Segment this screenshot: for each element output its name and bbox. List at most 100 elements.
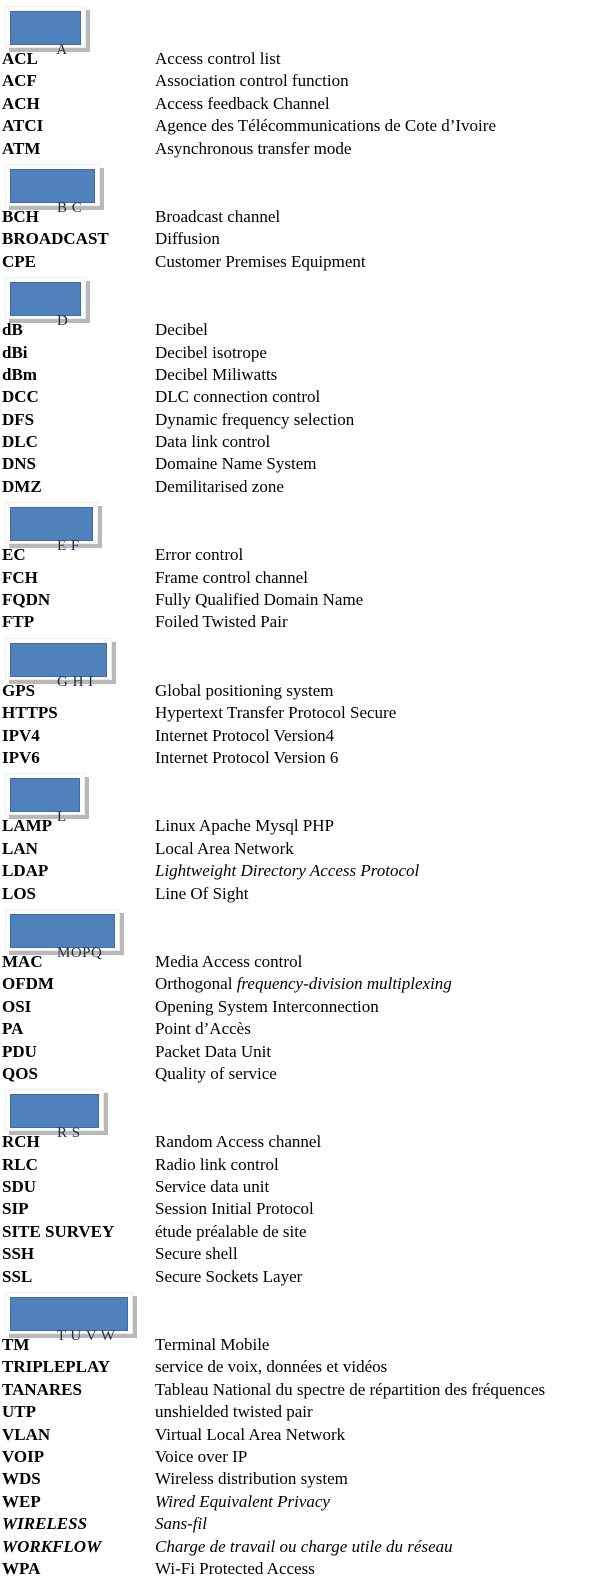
definition-text: Access control list — [155, 49, 281, 68]
abbreviation-definition: Agence des Télécommunications de Cote d’… — [155, 115, 496, 137]
abbreviation-definition: Dynamic frequency selection — [155, 409, 354, 431]
glossary-section: L LAMP Linux Apache Mysql PHP LAN Local … — [2, 773, 613, 905]
abbreviation-term: FCH — [2, 567, 38, 587]
section-letter-box: R S — [5, 1089, 104, 1141]
abbreviation-definition: Decibel isotrope — [155, 342, 267, 364]
abbreviation-definition: Sans-fil — [155, 1513, 207, 1535]
glossary-rows: MAC Media Access control OFDM Orthogonal… — [2, 951, 613, 1085]
abbreviation-definition: Radio link control — [155, 1154, 279, 1176]
abbreviation-definition: Tableau National du spectre de répartiti… — [155, 1379, 545, 1401]
glossary-row: TRIPLEPLAY service de voix, données et v… — [2, 1356, 613, 1378]
abbreviation-definition: Foiled Twisted Pair — [155, 611, 288, 633]
glossary-row: DFS Dynamic frequency selection — [2, 409, 613, 431]
abbreviation-term: SITE SURVEY — [2, 1221, 115, 1241]
section-letter-label: MOPQ — [57, 944, 103, 961]
glossary-row: EC Error control — [2, 544, 613, 566]
abbreviation-term: WDS — [2, 1469, 41, 1489]
abbreviation-term: VLAN — [2, 1424, 51, 1444]
abbreviation-term: MAC — [2, 951, 43, 971]
section-letter-box-fill: R S — [10, 1094, 99, 1141]
abbreviation-definition: Linux Apache Mysql PHP — [155, 815, 334, 837]
glossary-row: IPV6 Internet Protocol Version 6 — [2, 747, 613, 769]
abbreviation-definition: Session Initial Protocol — [155, 1198, 314, 1220]
glossary-row: VOIP Voice over IP — [2, 1446, 613, 1468]
glossary-row: WIRELESS Sans-fil — [2, 1513, 613, 1535]
abbreviation-term: ACF — [2, 71, 37, 91]
definition-text: Opening System Interconnection — [155, 996, 379, 1016]
section-letter-label: B C — [57, 199, 83, 216]
definition-text: Decibel isotrope — [155, 342, 267, 362]
definition-text: Wired Equivalent Privacy — [155, 1491, 330, 1511]
glossary-row: SITE SURVEY étude préalable de site — [2, 1221, 613, 1243]
definition-text: Radio link control — [155, 1154, 279, 1174]
abbreviation-definition: Service data unit — [155, 1176, 269, 1198]
definition-text: Packet Data Unit — [155, 1041, 272, 1061]
abbreviation-term: dB — [2, 320, 23, 340]
definition-text: Dynamic frequency selection — [155, 409, 355, 429]
glossary-row: PDU Packet Data Unit — [2, 1041, 613, 1063]
abbreviation-definition: DLC connection control — [155, 386, 320, 408]
section-letter-box: B C — [5, 163, 101, 216]
definition-text: Fully Qualified Domain Name — [155, 590, 364, 610]
glossary-row: GPS Global positioning system — [2, 680, 613, 702]
abbreviation-definition: Domaine Name System — [155, 453, 316, 475]
section-letter-label: E F — [57, 538, 80, 555]
definition-text: Decibel Miliwatts — [155, 364, 278, 384]
abbreviation-definition: Point d’Accès — [155, 1018, 251, 1040]
glossary-row: dBm Decibel Miliwatts — [2, 364, 613, 386]
abbreviation-definition: Access control list — [155, 48, 281, 70]
abbreviations-glossary-page: A ACL Access control list ACF Associatio… — [2, 6, 613, 1580]
abbreviation-term: BCH — [2, 206, 39, 226]
abbreviation-term: WEP — [2, 1491, 41, 1511]
glossary-row: DMZ Demilitarised zone — [2, 476, 613, 498]
glossary-row: ACH Access feedback Channel — [2, 93, 613, 115]
section-letter-box: L — [5, 773, 85, 825]
glossary-section: G H I GPS Global positioning system HTTP… — [2, 637, 613, 770]
glossary-row: ATM Asynchronous transfer mode — [2, 138, 613, 160]
section-letter-box-fill: B C — [10, 168, 96, 216]
glossary-row: QOS Quality of service — [2, 1063, 613, 1085]
definition-text: Quality of service — [155, 1063, 277, 1083]
abbreviation-term: GPS — [2, 680, 36, 700]
abbreviation-definition: Asynchronous transfer mode — [155, 138, 351, 160]
glossary-rows: EC Error control FCH Frame control chann… — [2, 544, 613, 634]
glossary-row: SSH Secure shell — [2, 1243, 613, 1265]
abbreviation-term: SSH — [2, 1244, 35, 1264]
abbreviation-definition: Customer Premises Equipment — [155, 251, 366, 273]
section-letter-label: D — [57, 313, 69, 330]
glossary-row: BROADCAST Diffusion — [2, 228, 613, 250]
abbreviation-term: PDU — [2, 1041, 37, 1061]
definition-text: DLC connection control — [155, 387, 321, 407]
abbreviation-definition: Association control function — [155, 70, 349, 92]
section-letter-box-fill: A — [10, 11, 81, 58]
abbreviation-definition: Wi-Fi Protected Access — [155, 1558, 315, 1580]
glossary-row: IPV4 Internet Protocol Version4 — [2, 725, 613, 747]
abbreviation-term: WPA — [2, 1558, 41, 1578]
definition-text: Broadcast channel — [155, 206, 281, 226]
abbreviation-definition: Local Area Network — [155, 838, 294, 860]
definition-text: Hypertext Transfer Protocol Secure — [155, 703, 397, 723]
glossary-row: OSI Opening System Interconnection — [2, 996, 613, 1018]
definition-text: frequency-division multiplexing — [236, 974, 452, 994]
abbreviation-term: TRIPLEPLAY — [2, 1357, 111, 1377]
definition-text: Terminal Mobile — [155, 1335, 270, 1355]
glossary-row: WEP Wired Equivalent Privacy — [2, 1491, 613, 1513]
glossary-row: DNS Domaine Name System — [2, 453, 613, 475]
abbreviation-term: WORKFLOW — [2, 1536, 102, 1556]
abbreviation-term: IPV4 — [2, 725, 40, 745]
section-letter-box: A — [5, 6, 86, 58]
glossary-rows: dB Decibel dBi Decibel isotrope dBm Deci… — [2, 319, 613, 498]
section-letter-label: T U V W — [56, 1328, 116, 1345]
glossary-row: UTP unshielded twisted pair — [2, 1401, 613, 1423]
glossary-row: ATCI Agence des Télécommunications de Co… — [2, 115, 613, 137]
glossary-row: RCH Random Access channel — [2, 1131, 613, 1153]
glossary-rows: BCH Broadcast channel BROADCAST Diffusio… — [2, 206, 613, 273]
abbreviation-term: QOS — [2, 1063, 38, 1083]
abbreviation-definition: Lightweight Directory Access Protocol — [155, 860, 419, 882]
abbreviation-definition: étude préalable de site — [155, 1221, 307, 1243]
definition-text: Local Area Network — [155, 838, 294, 858]
definition-text: Diffusion — [155, 229, 220, 249]
definition-text: Asynchronous transfer mode — [155, 138, 352, 158]
section-letter-box: G H I — [5, 637, 112, 690]
glossary-row: CPE Customer Premises Equipment — [2, 251, 613, 273]
